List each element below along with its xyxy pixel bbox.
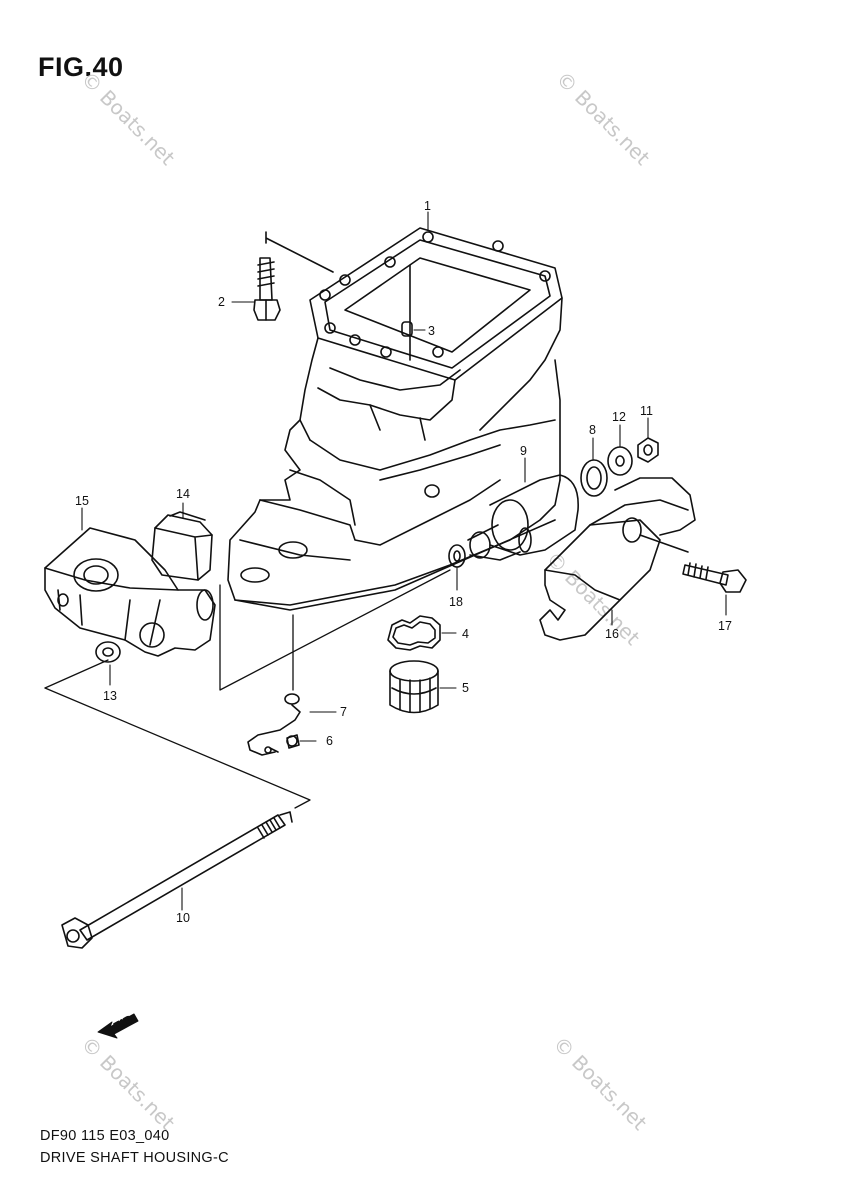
screw-part-6 <box>286 734 300 749</box>
callout-7: 7 <box>340 705 347 719</box>
callout-1: 1 <box>424 199 431 213</box>
washer-part-13 <box>95 641 121 663</box>
bolt-part-2 <box>253 231 334 321</box>
watermark: © Boats.net <box>76 1032 179 1135</box>
diagram-code: DF90 115 E03_040 <box>40 1128 170 1144</box>
callout-4: 4 <box>462 627 469 641</box>
bushing-part-5 <box>389 660 439 714</box>
callout-6: 6 <box>326 734 333 748</box>
fwd-arrow-icon: FWD <box>97 1013 139 1039</box>
callout-9: 9 <box>520 444 527 458</box>
dowel-pin-part-3 <box>401 264 413 361</box>
callout-11: 11 <box>640 404 653 418</box>
washer-part-8 <box>580 459 608 497</box>
assembly-guide-lines <box>44 569 451 809</box>
mount-clamp-part-16 <box>539 477 696 641</box>
leader-lines <box>81 211 727 911</box>
callout-15: 15 <box>75 494 89 508</box>
stud-bolt-part-10 <box>61 811 293 949</box>
diagram-name: DRIVE SHAFT HOUSING-C <box>40 1150 229 1166</box>
watermark: © Boats.net <box>541 547 644 650</box>
washer-part-12 <box>607 446 633 476</box>
figure-title: FIG.40 <box>38 52 124 82</box>
rubber-block-part-14 <box>151 511 213 581</box>
drive-shaft-housing <box>227 227 563 611</box>
callout-5: 5 <box>462 681 469 695</box>
bolt-part-17 <box>639 534 747 593</box>
callout-10: 10 <box>176 911 190 925</box>
watermarks: © Boats.net © Boats.net © Boats.net © Bo… <box>76 67 654 1135</box>
callout-14: 14 <box>176 487 190 501</box>
callout-8: 8 <box>589 423 596 437</box>
watermark: © Boats.net <box>551 67 654 170</box>
gasket-part-4 <box>387 615 441 651</box>
callout-16: 16 <box>605 627 619 641</box>
upper-mount-bracket-part-15 <box>44 527 216 657</box>
mount-part-9 <box>467 474 579 561</box>
callout-17: 17 <box>718 619 732 633</box>
nut-part-11 <box>637 437 659 463</box>
callout-3: 3 <box>428 324 435 338</box>
callout-2: 2 <box>218 295 225 309</box>
callout-12: 12 <box>612 410 626 424</box>
callout-18: 18 <box>449 595 463 609</box>
callout-numbers: 1 2 3 4 5 6 7 8 9 10 11 12 13 14 15 16 1… <box>75 199 732 925</box>
ground-wire-part-7 <box>247 693 301 756</box>
callout-13: 13 <box>103 689 117 703</box>
watermark: © Boats.net <box>548 1032 651 1135</box>
watermark: © Boats.net <box>76 67 179 170</box>
